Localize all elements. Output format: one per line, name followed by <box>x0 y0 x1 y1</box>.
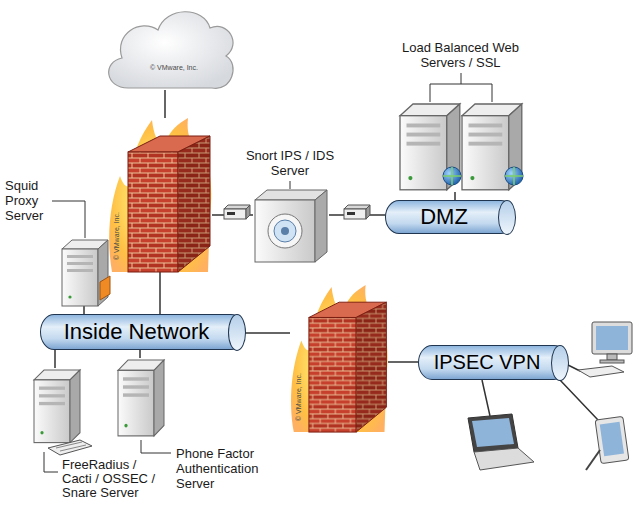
proxy-badge <box>100 276 110 300</box>
sensor-lens <box>274 220 296 242</box>
tablet-icon <box>586 416 629 470</box>
laptop-lid <box>468 414 518 452</box>
network-name: Inside Network <box>64 319 210 344</box>
stylus <box>586 450 600 470</box>
server-label: Squid Proxy Server <box>5 178 55 223</box>
server-icon <box>118 360 164 436</box>
cloud-node: © VMware, Inc. <box>104 4 240 90</box>
watermark: © VMware, Inc. <box>113 212 121 260</box>
inline-device <box>224 205 250 219</box>
keyboard-icon <box>48 440 92 455</box>
server-label: Phone Factor Authentication Server <box>176 446 271 491</box>
firewall-icon <box>291 285 387 432</box>
device-side <box>246 205 250 219</box>
network-link <box>388 361 418 363</box>
sensor-ring <box>268 214 302 248</box>
server-node: Load Balanced Web Servers / SSL <box>398 102 524 192</box>
server-node: Squid Proxy Server <box>60 238 112 306</box>
network-link <box>139 350 141 358</box>
network-band: Inside Network <box>40 314 245 350</box>
bracket-line <box>430 73 492 102</box>
leader-line <box>290 181 291 189</box>
server-label: FreeRadius / Cacti / OSSEC / Snare Serve… <box>62 458 162 500</box>
monitor <box>592 322 632 354</box>
network-link <box>159 272 161 314</box>
server-label: Load Balanced Web Servers / SSL <box>398 40 523 70</box>
monitor-screen <box>596 326 628 350</box>
server-node: Snort IPS / IDS Server <box>253 188 329 264</box>
network-band: IPSEC VPN <box>418 345 568 380</box>
firewall-node: © VMware, Inc. <box>108 118 212 272</box>
watermark: © VMware, Inc. <box>295 373 303 421</box>
network-name: DMZ <box>420 204 468 229</box>
inline-device <box>344 205 370 219</box>
network-link <box>454 192 456 200</box>
web-globe <box>505 167 523 185</box>
monitor-stand <box>607 354 617 360</box>
network-band: DMZ <box>385 200 515 234</box>
firewall-icon <box>109 118 211 272</box>
leader-line <box>44 452 58 472</box>
server-node: Phone Factor Authentication Server <box>116 358 164 438</box>
device-port <box>347 212 355 215</box>
desktop-icon <box>578 322 632 377</box>
device-front <box>224 209 246 219</box>
network-link <box>164 90 166 118</box>
web-globe <box>443 167 461 185</box>
internet-cloud <box>109 12 233 89</box>
server-node: FreeRadius / Cacti / OSSEC / Snare Serve… <box>32 368 94 457</box>
device-side <box>366 205 370 219</box>
tablet-body <box>595 416 629 463</box>
watermark: © VMware, Inc. <box>150 64 198 72</box>
device-port <box>227 212 235 215</box>
monitor-base <box>600 360 624 363</box>
tablet-screen <box>600 422 624 456</box>
network-link <box>83 306 85 314</box>
globe-meridian <box>505 167 523 185</box>
leader-line <box>141 440 171 453</box>
keyboard-keys <box>56 442 86 451</box>
appliance-side <box>315 190 327 262</box>
firewall-node: © VMware, Inc. <box>290 285 388 432</box>
globe-meridian <box>443 167 461 185</box>
server-icon <box>34 370 80 443</box>
laptop-base <box>474 448 534 470</box>
sensor-eye <box>281 227 289 235</box>
laptop-icon <box>468 414 534 470</box>
network-name: IPSEC VPN <box>434 351 541 374</box>
server-label: Snort IPS / IDS Server <box>235 148 345 178</box>
device-front <box>344 209 366 219</box>
ids-appliance <box>255 190 327 262</box>
network-link <box>245 332 290 334</box>
laptop-screen <box>472 418 514 447</box>
keyboard-icon <box>578 366 624 377</box>
leader-line <box>52 201 85 238</box>
network-link <box>54 350 56 368</box>
appliance-front <box>255 200 315 262</box>
